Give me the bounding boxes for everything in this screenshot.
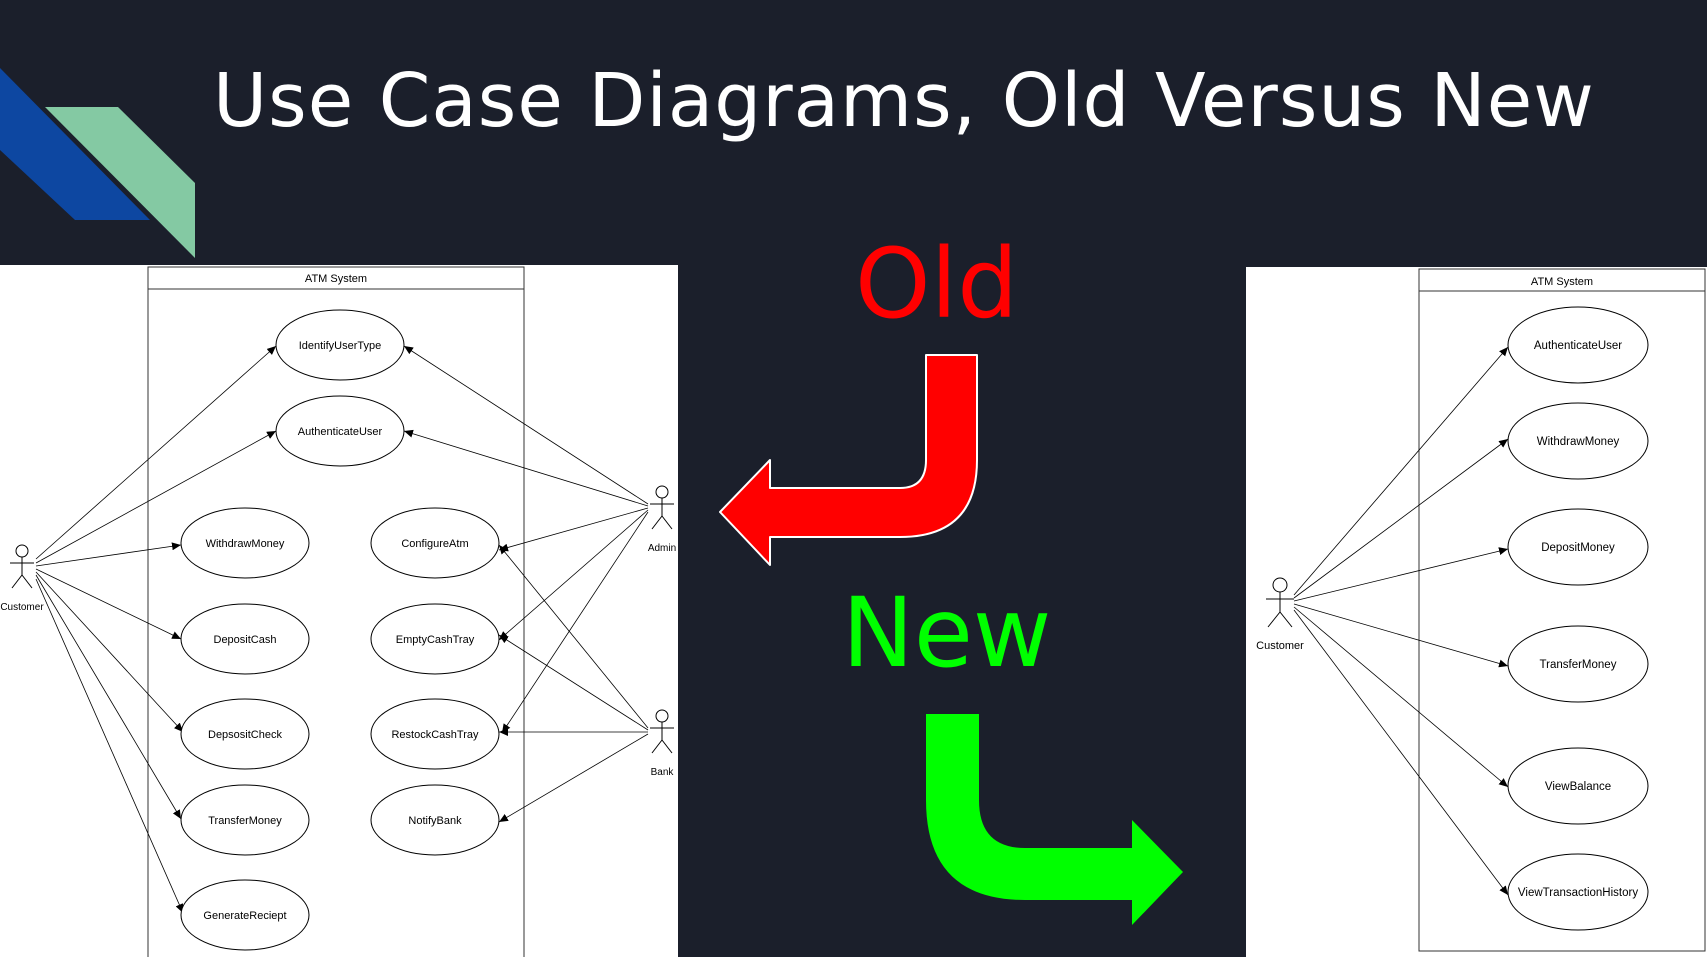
use-case-notify-bank (370, 784, 500, 856)
new-arrow (926, 714, 1183, 925)
use-case-label: TransferMoney (208, 815, 282, 827)
use-case-withdraw-money (1507, 402, 1649, 480)
use-case-label: IdentifyUserType (299, 340, 382, 352)
use-case-label: DepsositCheck (208, 729, 282, 741)
blue-stripe (0, 68, 150, 220)
new-diagram-panel: ATM System Customer AuthenticateU (1246, 267, 1707, 957)
use-case-label: RestockCashTray (391, 729, 479, 741)
old-diagram-panel: ATM System Customer Admin Bank (0, 265, 678, 957)
new-use-case-diagram: ATM System Customer AuthenticateU (1256, 268, 1706, 952)
actor-label-customer: Customer (0, 602, 44, 613)
use-case-restock-cash-tray (370, 698, 500, 770)
use-case-label: DepositMoney (1541, 542, 1615, 554)
use-case-label: ConfigureAtm (401, 538, 468, 550)
use-case-withdraw-money (180, 507, 310, 579)
actor-customer (10, 544, 34, 589)
use-case-configure-atm (370, 507, 500, 579)
use-case-deposit-check (180, 698, 310, 770)
use-case-transfer-money (1507, 625, 1649, 703)
use-case-label: WithdrawMoney (1537, 436, 1620, 448)
actor-label-customer: Customer (1256, 640, 1304, 652)
green-stripe (45, 107, 195, 258)
actor-label-admin: Admin (648, 543, 676, 554)
use-case-label: EmptyCashTray (396, 634, 475, 646)
use-case-label: NotifyBank (408, 815, 462, 827)
slide-title: Use Case Diagrams, Old Versus New (213, 58, 1595, 144)
new-label: New (842, 577, 1052, 689)
system-boundary (147, 266, 525, 957)
use-case-label: DepositCash (214, 634, 277, 646)
old-associations (35, 345, 649, 914)
old-arrow (719, 354, 978, 566)
old-use-case-diagram: ATM System Customer Admin Bank (0, 266, 676, 957)
use-case-view-balance (1507, 747, 1649, 825)
use-case-generate-receipt (180, 879, 310, 951)
actor-label-bank: Bank (651, 767, 675, 778)
use-case-label: AuthenticateUser (298, 426, 383, 438)
use-case-deposit-money (1507, 508, 1649, 586)
use-case-label: TransferMoney (1540, 659, 1617, 671)
use-case-label: WithdrawMoney (206, 538, 285, 550)
use-case-label: ViewBalance (1545, 781, 1611, 793)
use-case-empty-cash-tray (370, 603, 500, 675)
system-name: ATM System (305, 273, 367, 285)
system-name: ATM System (1531, 276, 1593, 288)
new-associations (1293, 346, 1509, 896)
corner-decoration (0, 68, 195, 258)
use-case-deposit-cash (180, 603, 310, 675)
actor-customer (1266, 577, 1294, 628)
actor-bank (650, 709, 674, 754)
use-case-transfer-money (180, 784, 310, 856)
use-case-view-transaction-history (1507, 853, 1649, 931)
system-boundary (1418, 268, 1706, 952)
old-label: Old (855, 228, 1019, 340)
use-case-authenticate-user (1507, 306, 1649, 384)
use-case-label: ViewTransactionHistory (1518, 887, 1638, 899)
use-case-label: GenerateReciept (203, 910, 286, 922)
actor-admin (650, 485, 674, 530)
use-case-label: AuthenticateUser (1534, 340, 1622, 352)
use-case-authenticate-user (275, 395, 405, 467)
use-case-identify-user-type (275, 309, 405, 381)
